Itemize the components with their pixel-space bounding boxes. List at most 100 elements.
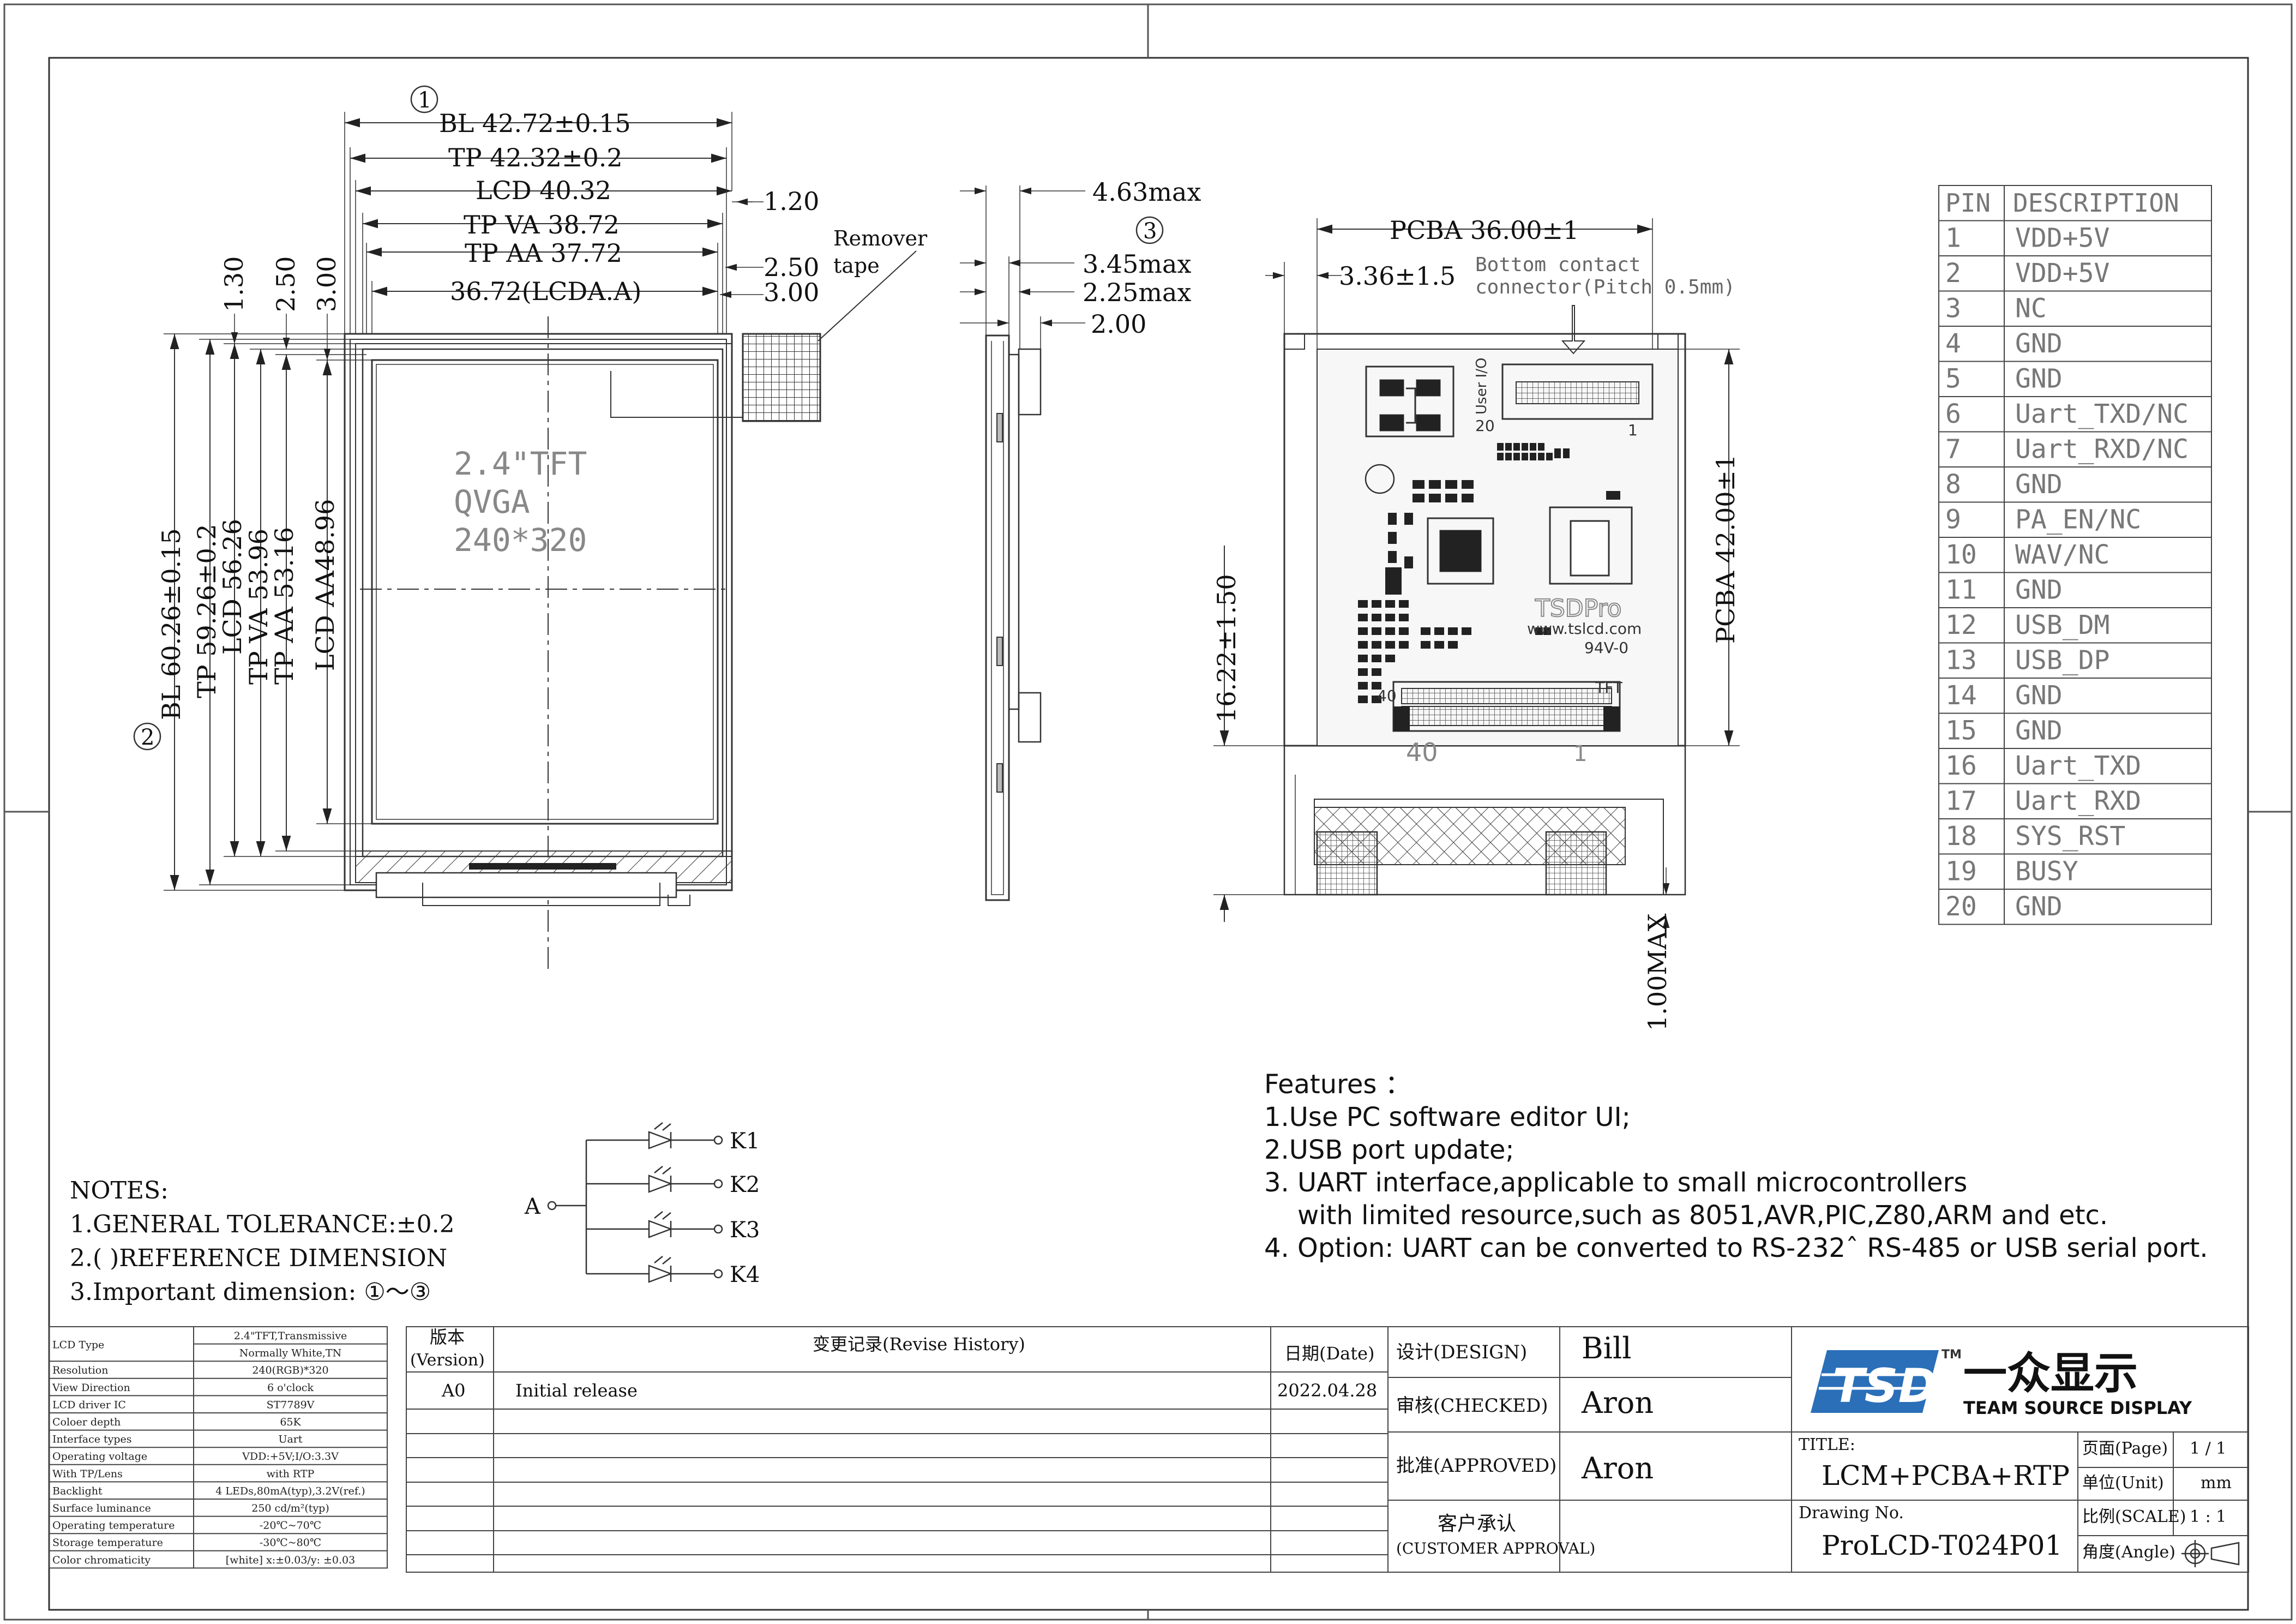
front-dim-right-1: 1.20: [764, 187, 819, 216]
pin-description: Uart_RXD/NC: [2015, 434, 2189, 465]
spec-label: Coloer depth: [52, 1416, 121, 1428]
front-dim-tp-height: TP 59.26±0.2: [192, 524, 221, 698]
pin-number: 15: [1945, 716, 1977, 746]
pin-description: USB_DP: [2015, 645, 2109, 676]
notes-section: NOTES: 1.GENERAL TOLERANCE:±0.2 2.( )REF…: [70, 1174, 455, 1309]
circle-3-label: 3: [1143, 219, 1157, 244]
features-title: Features ：: [1264, 1069, 1411, 1100]
title-value: LCM+PCBA+RTP: [1822, 1460, 2070, 1491]
feature-item-1: 1.Use PC software editor UI;: [1264, 1102, 1631, 1132]
circle-1-label: 1: [418, 88, 431, 113]
feature-item-2: 2.USB port update;: [1264, 1135, 1514, 1165]
front-dim-lcd-aa-height: LCD AA48.96: [310, 499, 340, 671]
approved-label: 批准(APPROVED): [1396, 1455, 1556, 1477]
front-dim-top-1: 1.30: [219, 256, 249, 312]
pin-number: 20: [1945, 891, 1977, 922]
revision-col-version-cn: 版本: [430, 1327, 465, 1347]
drawing-value: ProLCD-T024P01: [1822, 1530, 2062, 1561]
revision-table-grid: [406, 1326, 1389, 1573]
approval-table-grid: [1387, 1326, 2249, 1573]
pcb-dim-bottom: 1.00MAX: [1643, 913, 1672, 1031]
led-k1-label: K1: [730, 1129, 760, 1154]
spec-value: 240(RGB)*320: [252, 1364, 328, 1376]
pin-description: BUSY: [2015, 856, 2078, 887]
spec-value: 250 cd/m²(typ): [251, 1502, 329, 1514]
pin-number: 3: [1945, 293, 1961, 324]
pin-number: 16: [1945, 751, 1977, 781]
side-dim-4: 2.00: [1091, 309, 1146, 339]
pin-description: PA_EN/NC: [2015, 505, 2141, 535]
spec-value: 4 LEDs,80mA(typ),3.2V(ref.): [215, 1485, 365, 1497]
revision-row-history: Initial release: [515, 1380, 638, 1401]
led-anode-label: A: [524, 1194, 541, 1219]
logo-mark-text: TSD: [1832, 1359, 1937, 1413]
front-dim-lcd-width: LCD 40.32: [476, 176, 611, 205]
pcb-pin-40b: 40: [1377, 687, 1397, 705]
projection-angle-icon: [2181, 1540, 2240, 1567]
pin-number: 2: [1945, 258, 1961, 289]
pin-description: NC: [2015, 293, 2047, 324]
unit-label: 单位(Unit): [2082, 1473, 2164, 1493]
spec-label: View Direction: [52, 1382, 130, 1394]
logo-en: TEAM SOURCE DISPLAY: [1963, 1398, 2192, 1418]
feature-item-4: with limited resource,such as 8051,AVR,P…: [1264, 1200, 2108, 1231]
revision-col-version-en: (Version): [410, 1351, 485, 1370]
design-label: 设计(DESIGN): [1396, 1341, 1527, 1363]
led-k2-label: K2: [730, 1172, 760, 1197]
pin-number: 5: [1945, 364, 1961, 394]
spec-label: Surface luminance: [52, 1502, 151, 1514]
title-label: TITLE:: [1799, 1435, 1855, 1454]
pcb-pin-1b: 1: [1573, 741, 1587, 766]
pin-description: VDD+5V: [2015, 258, 2109, 289]
spec-label: Storage temperature: [52, 1537, 163, 1549]
spec-label: LCD Type: [52, 1339, 104, 1351]
pin-number: 1: [1945, 223, 1961, 254]
front-dim-bl-width: BL 42.72±0.15: [439, 109, 631, 138]
front-dim-tp-aa-height: TP AA 53.16: [269, 527, 299, 685]
pin-description: GND: [2015, 469, 2063, 500]
page-value: 1 / 1: [2190, 1439, 2226, 1458]
tsd-logo-icon: [1811, 1350, 1942, 1413]
front-dim-top-3: 3.00: [312, 256, 341, 312]
front-dim-top-2: 2.50: [271, 256, 300, 312]
page-label: 页面(Page): [2082, 1439, 2168, 1458]
unit-value: mm: [2201, 1473, 2232, 1493]
spec-label: With TP/Lens: [52, 1468, 123, 1480]
pin-description: VDD+5V: [2015, 223, 2109, 254]
revision-col-date: 日期(Date): [1284, 1343, 1375, 1364]
revision-row-version: A0: [441, 1380, 465, 1401]
spec-value: 65K: [280, 1416, 301, 1428]
pcb-connector-note-2: connector(Pitch 0.5mm): [1475, 276, 1735, 298]
spec-value: -20℃~70℃: [260, 1520, 321, 1532]
notes-title: NOTES:: [70, 1177, 169, 1204]
revision-col-history: 变更记录(Revise History): [813, 1334, 1025, 1355]
pcb-dim-width: PCBA 36.00±1: [1390, 215, 1579, 245]
front-dim-bl-height: BL 60.26±0.15: [157, 528, 186, 720]
pcb-dim-height: PCBA 42.00±1: [1711, 454, 1740, 644]
led-k4-label: K4: [730, 1262, 760, 1287]
pin-description: WAV/NC: [2015, 540, 2109, 570]
front-dim-right-2: 2.50: [764, 253, 819, 282]
customer-label-en: (CUSTOMER APPROVAL): [1396, 1539, 1595, 1557]
led-schematic: [547, 1122, 723, 1283]
spec-label: LCD driver IC: [52, 1399, 126, 1411]
pin-description: GND: [2015, 328, 2063, 359]
remover-tape-line2: tape: [833, 254, 880, 278]
pcb-tft-label: TFT: [1595, 679, 1623, 697]
pin-table-header-pin: PIN: [1945, 188, 1991, 218]
front-view: [133, 85, 917, 971]
pin-number: 13: [1945, 645, 1977, 676]
screen-text-line2: QVGA: [454, 483, 530, 520]
revision-row-date: 2022.04.28: [1277, 1380, 1377, 1401]
pin-description: Uart_TXD/NC: [2015, 399, 2189, 429]
front-dim-tp-va-height: TP VA 53.96: [244, 529, 273, 685]
spec-value: VDD:+5V;I/O:3.3V: [242, 1451, 339, 1463]
pin-number: 9: [1945, 505, 1961, 535]
pcb-url: www.tslcd.com: [1527, 620, 1642, 638]
pin-number: 6: [1945, 399, 1961, 429]
pin-description: GND: [2015, 680, 2063, 711]
side-dim-1: 4.63max: [1092, 177, 1201, 207]
spec-value: 6 o'clock: [267, 1382, 314, 1394]
spec-label: Interface types: [52, 1434, 132, 1446]
scale-label: 比例(SCALE): [2082, 1507, 2186, 1526]
